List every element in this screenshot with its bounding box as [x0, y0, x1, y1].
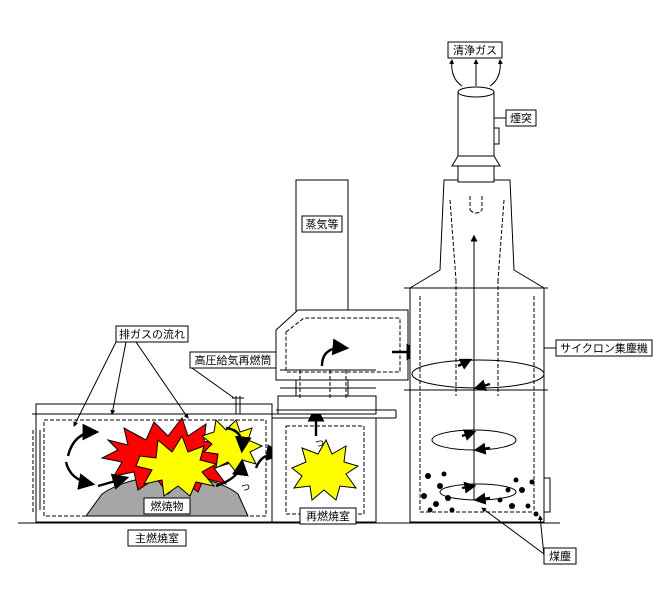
label-cyclone: サイクロン集塵機 — [544, 339, 653, 357]
flow-arrow-mid — [97, 473, 130, 490]
flow-arrow-left-down — [64, 461, 96, 490]
flow-arrow-right-up — [215, 458, 249, 488]
label-main-chamber: 主燃焼室 — [127, 529, 187, 547]
svg-text:燃焼物: 燃焼物 — [151, 499, 184, 513]
label-exhaust-flow: 排ガスの流れ — [73, 325, 189, 427]
svg-text:清浄ガス: 清浄ガス — [453, 43, 497, 57]
svg-text:煤塵: 煤塵 — [549, 549, 571, 563]
svg-text:蒸気等: 蒸気等 — [306, 217, 339, 231]
label-clean-gas: 清浄ガス — [447, 41, 503, 59]
flow-arrow-top-curl — [225, 426, 252, 454]
svg-text:サイクロン集塵機: サイクロン集塵機 — [560, 341, 648, 355]
flow-arrow-duct-curl — [320, 338, 350, 367]
svg-text:排ガスの流れ: 排ガスの流れ — [119, 327, 185, 341]
svg-text:煙突: 煙突 — [510, 111, 532, 125]
dust-particles — [421, 471, 539, 517]
exhaust-arrow-left — [449, 59, 463, 87]
chimney — [449, 59, 503, 214]
label-reburn-chamber: 再燃焼室 — [299, 507, 357, 525]
label-hp-air-tube: 高圧給気再燃筒 — [189, 351, 277, 399]
label-dust: 煤塵 — [481, 507, 577, 565]
swirl-mark-1: っ — [240, 480, 251, 493]
svg-text:再燃焼室: 再燃焼室 — [306, 509, 350, 523]
swirl-mark-2: っ — [314, 436, 325, 449]
exhaust-arrow-right — [489, 59, 503, 87]
svg-text:高圧給気再燃筒: 高圧給気再燃筒 — [195, 353, 272, 367]
label-steam: 蒸気等 — [301, 215, 343, 233]
svg-text:主燃焼室: 主燃焼室 — [135, 531, 179, 545]
label-burning-material: 燃焼物 — [143, 497, 191, 515]
flow-arrow-top-left — [66, 423, 100, 457]
label-chimney: 煙突 — [494, 109, 537, 127]
duct — [275, 179, 424, 419]
cyclone-collector — [404, 179, 551, 523]
flame-yellow-reburn — [291, 438, 360, 501]
flame-yellow-main — [135, 434, 218, 497]
reburn-chamber: っ — [271, 404, 377, 523]
